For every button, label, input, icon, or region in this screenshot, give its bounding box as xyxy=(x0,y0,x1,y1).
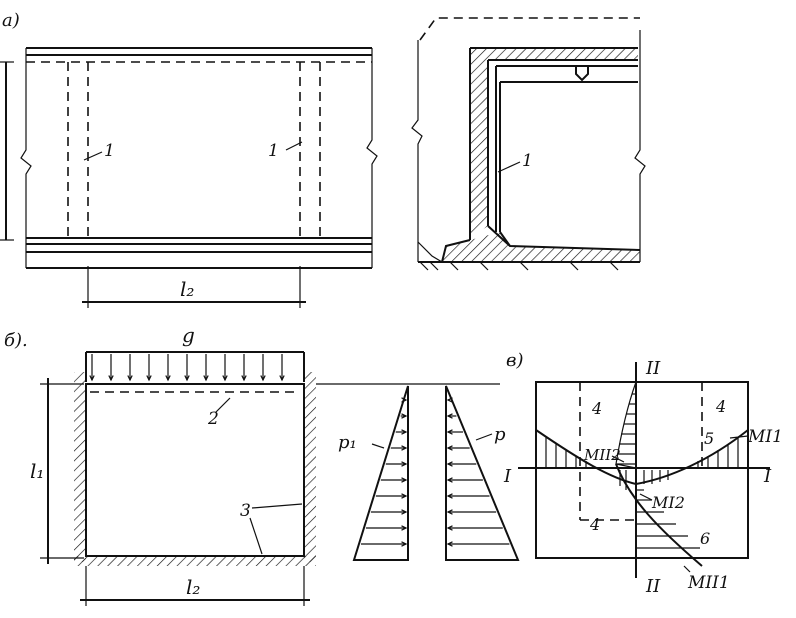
load-arrow-head xyxy=(108,375,114,382)
pressure-arrow-p-head xyxy=(446,477,453,483)
rib-dashed-left xyxy=(67,62,89,238)
callout-4-bottom: 4 xyxy=(589,515,600,534)
load-arrow-head xyxy=(184,375,190,382)
pressure-arrow-p1-head xyxy=(401,493,408,499)
pressure-arrow-p1-head xyxy=(401,525,408,531)
load-arrow-head xyxy=(146,375,152,382)
axis-I-left: I xyxy=(503,466,512,487)
dimension-l2-bottom: l₂ xyxy=(186,575,200,599)
label-MI1: MI1 xyxy=(747,427,783,447)
center-hatch xyxy=(619,470,669,490)
pressure-arrow-p1-head xyxy=(401,509,408,515)
callout-3: 3 xyxy=(240,501,251,521)
load-arrow-head xyxy=(203,375,209,382)
pressure-diagram-p1 xyxy=(352,385,409,561)
panel-a-plan: а) 1 1 l₂ xyxy=(0,10,378,308)
callout-1-right: 1 xyxy=(268,141,279,161)
pressure-arrow-p-head xyxy=(446,413,453,419)
rib-dashed-right xyxy=(299,62,321,238)
pressure-arrow-p-head xyxy=(446,509,453,515)
pressure-arrow-p-head xyxy=(446,461,453,467)
moment-curve-MI xyxy=(535,429,749,486)
label-MII2: MII2 xyxy=(583,446,621,464)
label-MI2: MI2 xyxy=(651,493,685,512)
axis-I-right: I xyxy=(763,466,772,487)
moment-MII1-hatch xyxy=(636,489,700,549)
pressure-arrow-p1-head xyxy=(401,477,408,483)
moment-MI-hatch-left xyxy=(545,437,587,468)
dimension-l1: l₁ xyxy=(30,459,44,483)
panel-v-label: в) xyxy=(506,350,524,371)
load-arrow-head xyxy=(222,375,228,382)
panel-b: б). g 2 3 l₁ l₂ p₁ xyxy=(4,323,520,606)
pressure-label-p1: p₁ xyxy=(338,432,357,453)
pressure-arrow-p1-head xyxy=(401,413,408,419)
pressure-arrow-p-head xyxy=(446,525,453,531)
pressure-diagram-p xyxy=(445,385,520,561)
pressure-label-p: p xyxy=(494,424,506,445)
callout-1-section: 1 xyxy=(522,151,533,171)
load-arrow-head xyxy=(89,375,95,382)
callout-4-left: 4 xyxy=(591,399,602,418)
distributed-load-arrows xyxy=(89,354,285,382)
axis-II-bottom: II xyxy=(645,576,661,597)
moment-MI-hatch-right xyxy=(697,437,739,468)
callout-2: 2 xyxy=(207,409,219,429)
moment-curve-MII1 xyxy=(615,463,703,567)
panel-v: в) II II I I 4 4 4 xyxy=(503,350,783,597)
label-MII1: MII1 xyxy=(687,573,730,593)
panel-a-label: а) xyxy=(2,10,20,31)
dimension-l2-top: l₂ xyxy=(180,277,194,301)
pressure-arrow-p1-head xyxy=(401,429,408,435)
pressure-arrow-p-head xyxy=(446,445,453,451)
callout-4-right: 4 xyxy=(715,397,726,416)
load-arrow-head xyxy=(260,375,266,382)
pressure-arrow-p-head xyxy=(446,493,453,499)
pressure-arrow-p1-head xyxy=(401,541,408,547)
callout-5: 5 xyxy=(704,429,714,448)
pressure-arrow-p-head xyxy=(446,429,453,435)
axis-II-top: II xyxy=(645,358,661,379)
panel-a-section: 1 xyxy=(411,17,646,271)
load-arrow-head xyxy=(279,375,285,382)
panel-b-label: б). xyxy=(4,330,28,351)
load-arrow-head xyxy=(127,375,133,382)
pressure-arrow-p1-head xyxy=(401,397,408,403)
pressure-arrow-p-head xyxy=(446,397,453,403)
pressure-arrow-p1-head xyxy=(401,445,408,451)
pressure-arrow-p1-head xyxy=(401,461,408,467)
pressure-arrow-p-head xyxy=(446,541,453,547)
callout-1-left: 1 xyxy=(104,141,115,161)
load-arrow-head xyxy=(241,375,247,382)
callout-6: 6 xyxy=(700,529,710,548)
load-arrow-head xyxy=(165,375,171,382)
load-label-g: g xyxy=(182,323,195,347)
moment-MII-hatch xyxy=(616,393,636,465)
